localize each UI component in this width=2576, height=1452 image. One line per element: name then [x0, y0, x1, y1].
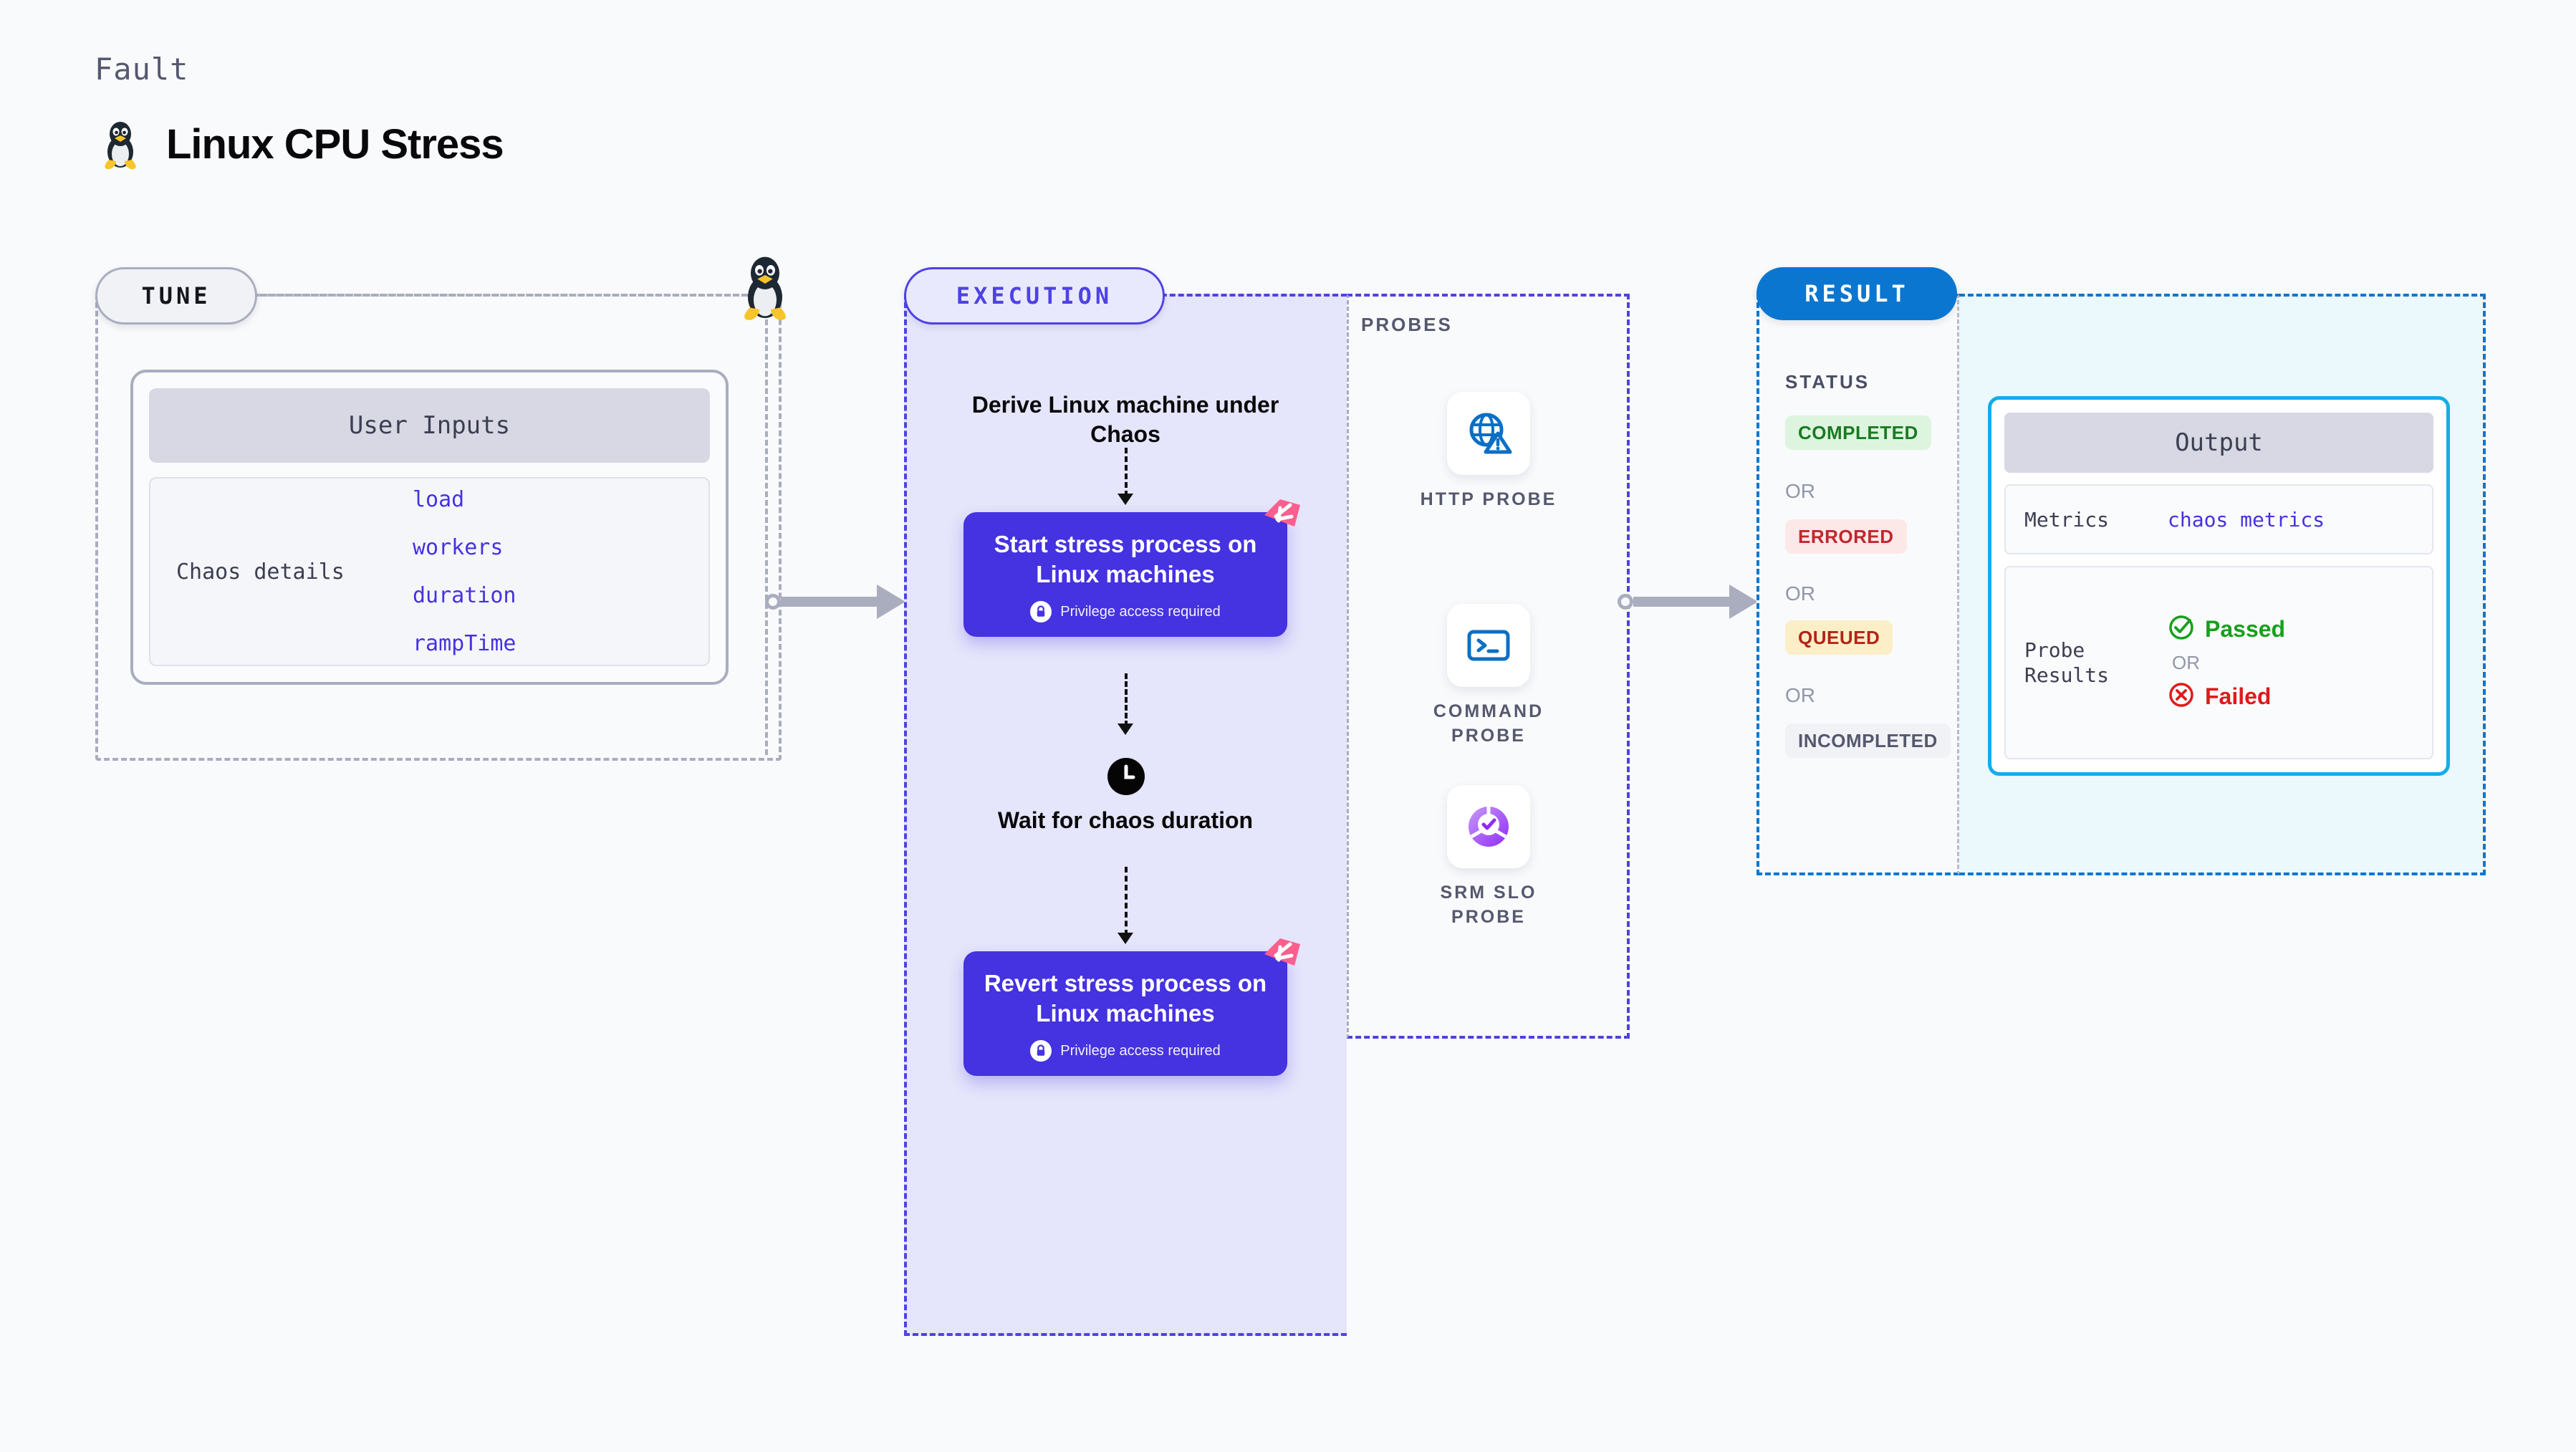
execution-flow: Derive Linux machine under Chaos Start s…	[904, 294, 1347, 1336]
linux-penguin-icon	[100, 118, 140, 170]
status-badge-incompleted: INCOMPLETED	[1785, 723, 1951, 758]
revert-stress-privilege-text: Privilege access required	[1060, 1042, 1221, 1059]
connector-start-dot	[1618, 594, 1633, 610]
probe-caption-srm-slo: SRM SLO PROBE	[1440, 883, 1537, 927]
chaos-details-label: Chaos details	[176, 559, 345, 585]
check-circle-icon	[2168, 614, 2195, 645]
start-stress-title: Start stress process on Linux machines	[994, 531, 1257, 588]
probe-item-command[interactable]: COMMAND PROBE	[1413, 604, 1564, 749]
metrics-row: Metrics chaos metrics	[2004, 484, 2433, 554]
result-pill-label[interactable]: RESULT	[1756, 267, 1957, 320]
probe-results-label: Probe Results	[2024, 638, 2110, 687]
harness-logo-icon	[1259, 934, 1304, 980]
chaos-details-box: Chaos details load workers duration ramp…	[149, 477, 710, 666]
status-or-2: OR	[1785, 582, 1815, 605]
connector-arrowhead	[877, 585, 905, 619]
connector-arrowhead	[1729, 585, 1758, 619]
user-inputs-card: User Inputs Chaos details load workers d…	[130, 370, 729, 685]
globe-warning-icon	[1447, 392, 1530, 475]
failed-label: Failed	[2205, 683, 2272, 709]
fault-eyebrow-label: Fault	[95, 52, 189, 87]
probe-results-row: Probe Results Passed OR	[2004, 566, 2433, 759]
revert-stress-action-card[interactable]: Revert stress process on Linux machines …	[963, 938, 1300, 1077]
probe-item-srm-slo[interactable]: SRM SLO PROBE	[1413, 785, 1564, 930]
status-panel	[1756, 294, 1959, 875]
flow-arrow-2	[1118, 723, 1133, 735]
tune-pill-label[interactable]: TUNE	[95, 267, 257, 324]
status-or-1: OR	[1785, 480, 1815, 502]
slo-donut-check-icon	[1447, 785, 1530, 868]
start-stress-action-card[interactable]: Start stress process on Linux machines P…	[963, 499, 1300, 638]
flow-connector-2	[1125, 673, 1128, 726]
flow-arrow-1	[1118, 494, 1133, 505]
user-inputs-header: User Inputs	[149, 388, 710, 463]
flow-connector-1	[1125, 448, 1128, 496]
probe-result-failed: Failed	[2168, 681, 2285, 712]
revert-stress-title: Revert stress process on Linux machines	[984, 970, 1267, 1027]
page-title-text: Linux CPU Stress	[166, 120, 504, 168]
status-badge-errored: ERRORED	[1785, 519, 1907, 554]
x-circle-icon	[2168, 681, 2195, 712]
start-stress-privilege-note: Privilege access required	[1030, 601, 1221, 623]
clock-icon	[1107, 758, 1145, 795]
connector-bar	[781, 597, 877, 607]
probes-section-label: PROBES	[1361, 314, 1453, 335]
tune-to-execution-connector	[765, 585, 921, 619]
connector-start-dot	[765, 594, 781, 610]
chaos-param-workers[interactable]: workers	[413, 535, 504, 560]
probe-item-http[interactable]: HTTP PROBE	[1413, 392, 1564, 512]
execution-pill-label[interactable]: EXECUTION	[904, 267, 1165, 324]
wait-duration-step-title: Wait for chaos duration	[997, 807, 1254, 833]
probe-result-passed: Passed	[2168, 614, 2285, 645]
metrics-value[interactable]: chaos metrics	[2168, 507, 2325, 532]
derive-machine-step-title: Derive Linux machine under Chaos	[971, 392, 1279, 447]
chaos-param-ramptime[interactable]: rampTime	[413, 631, 516, 656]
flow-arrow-3	[1118, 933, 1133, 944]
lock-icon	[1030, 601, 1052, 623]
probe-results-values: Passed OR Failed	[2168, 614, 2285, 712]
tune-corner-penguin-icon	[738, 252, 792, 324]
output-header: Output	[2004, 413, 2433, 473]
terminal-icon	[1447, 604, 1530, 687]
start-stress-privilege-text: Privilege access required	[1060, 603, 1221, 620]
revert-stress-privilege-note: Privilege access required	[1030, 1040, 1221, 1062]
chaos-param-duration[interactable]: duration	[413, 583, 516, 608]
metrics-label: Metrics	[2024, 507, 2110, 532]
execution-to-result-connector	[1618, 585, 1774, 619]
status-section-label: STATUS	[1785, 371, 1870, 393]
page-title: Linux CPU Stress	[100, 118, 504, 170]
harness-logo-icon	[1259, 495, 1304, 541]
tune-top-dashed-link	[253, 294, 765, 297]
probe-caption-command: COMMAND PROBE	[1433, 701, 1544, 746]
connector-bar	[1633, 597, 1729, 607]
flow-connector-3	[1125, 867, 1128, 936]
status-badge-queued: QUEUED	[1785, 620, 1893, 655]
chaos-parameter-list: load workers duration rampTime	[413, 487, 516, 656]
output-card: Output Metrics chaos metrics Probe Resul…	[1988, 396, 2450, 776]
probe-caption-http: HTTP PROBE	[1420, 489, 1557, 509]
status-badge-completed: COMPLETED	[1785, 415, 1931, 450]
tune-right-dashed-edge	[765, 294, 768, 755]
status-or-3: OR	[1785, 684, 1815, 706]
passed-label: Passed	[2205, 615, 2286, 642]
lock-icon	[1030, 1040, 1052, 1062]
probe-result-or: OR	[2172, 651, 2200, 673]
chaos-param-load[interactable]: load	[413, 487, 465, 512]
